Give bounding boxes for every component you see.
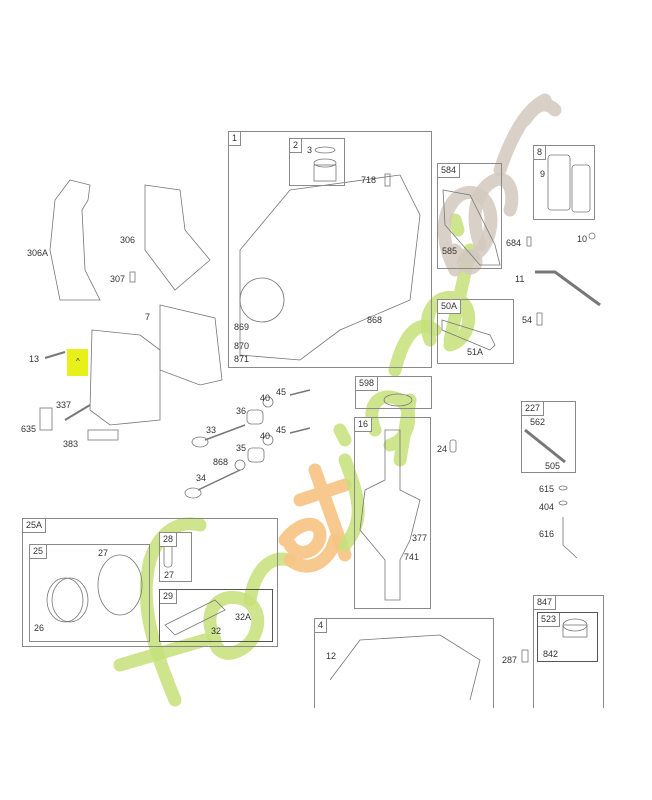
group-box-8: 8 [533, 145, 595, 220]
callout-12[interactable]: 12 [326, 651, 337, 661]
gasket-584-drawing [442, 189, 501, 266]
group-box-25: 25 [29, 544, 150, 642]
box-tag-8[interactable]: 8 [534, 146, 547, 160]
callout-615[interactable]: 615 [539, 484, 555, 494]
shield-306A-drawing [49, 179, 101, 301]
callout-24[interactable]: 24 [437, 444, 448, 454]
shield-306-drawing [144, 184, 211, 291]
group-box-16: 16 [354, 417, 431, 609]
box-tag-4[interactable]: 4 [315, 619, 328, 633]
callout-869[interactable]: 869 [234, 322, 250, 332]
callout-307[interactable]: 307 [110, 274, 126, 284]
callout-718[interactable]: 718 [361, 175, 377, 185]
group-box-847: 847 [533, 595, 604, 708]
box-tag-584[interactable]: 584 [438, 164, 461, 178]
callout-11[interactable]: 11 [515, 274, 525, 284]
callout-842[interactable]: 842 [543, 649, 559, 659]
callout-585[interactable]: 585 [442, 246, 458, 256]
callout-306[interactable]: 306 [120, 235, 136, 245]
box-tag-598[interactable]: 598 [356, 377, 379, 391]
group-box-25A: 25A [22, 518, 278, 647]
group-box-29: 29 [159, 589, 273, 642]
group-box-2: 2 [289, 138, 345, 186]
callout-32[interactable]: 32 [211, 626, 222, 636]
group-box-50A: 50A [437, 299, 514, 364]
callout-616[interactable]: 616 [539, 529, 555, 539]
callout-40-upper[interactable]: 40 [260, 393, 271, 403]
group-box-227: 227 [521, 401, 576, 473]
box-tag-25A[interactable]: 25A [23, 519, 47, 533]
group-box-584: 584 [437, 163, 502, 269]
gasket-7-drawing [159, 304, 223, 386]
group-box-28: 28 [159, 532, 192, 582]
callout-10[interactable]: 10 [577, 234, 588, 244]
callout-27-piston[interactable]: 27 [98, 548, 109, 558]
callout-40-lower[interactable]: 40 [260, 431, 271, 441]
box-tag-2[interactable]: 2 [290, 139, 303, 153]
callout-34[interactable]: 34 [196, 473, 207, 483]
callout-870[interactable]: 870 [234, 341, 250, 351]
callout-684[interactable]: 684 [506, 238, 522, 248]
box-tag-28[interactable]: 28 [160, 533, 178, 547]
callout-306A[interactable]: 306A [27, 248, 49, 258]
callout-741[interactable]: 741 [404, 552, 420, 562]
callout-13[interactable]: 13 [29, 354, 40, 364]
crankshaft-drawing [359, 429, 421, 601]
box-tag-847[interactable]: 847 [534, 596, 557, 610]
group-box-4: 4 [314, 618, 494, 708]
box-tag-1[interactable]: 1 [229, 132, 242, 146]
group-box-523: 523 [537, 612, 598, 662]
callout-635[interactable]: 635 [21, 424, 37, 434]
callout-287[interactable]: 287 [502, 655, 518, 665]
callout-3[interactable]: 3 [307, 145, 313, 155]
box-tag-227[interactable]: 227 [522, 402, 545, 416]
callout-27-pin[interactable]: 27 [164, 570, 175, 580]
callout-26[interactable]: 26 [34, 623, 45, 633]
callout-562[interactable]: 562 [530, 417, 546, 427]
callout-505[interactable]: 505 [545, 461, 561, 471]
callout-868-block[interactable]: 868 [367, 315, 383, 325]
sump-drawing [329, 634, 481, 701]
highlight-caret: ^ [76, 357, 80, 366]
box-tag-16[interactable]: 16 [355, 418, 373, 432]
group-box-598: 598 [355, 376, 432, 409]
callout-404[interactable]: 404 [539, 502, 555, 512]
group-box-1: 1 [228, 131, 432, 368]
cylinder-head-drawing [89, 329, 161, 426]
callout-383[interactable]: 383 [63, 439, 79, 449]
callout-32A[interactable]: 32A [235, 612, 252, 622]
callout-337[interactable]: 337 [56, 400, 72, 410]
highlighted-part-marker[interactable] [67, 349, 88, 376]
callout-35[interactable]: 35 [236, 443, 247, 453]
box-tag-25[interactable]: 25 [30, 545, 48, 559]
box-tag-50A[interactable]: 50A [438, 300, 462, 314]
callout-871[interactable]: 871 [234, 354, 250, 364]
callout-36[interactable]: 36 [236, 406, 247, 416]
callout-45-upper[interactable]: 45 [276, 387, 287, 397]
callout-9[interactable]: 9 [540, 169, 546, 179]
callout-51A[interactable]: 51A [467, 347, 484, 357]
box-tag-523[interactable]: 523 [538, 613, 561, 627]
callout-54[interactable]: 54 [522, 315, 533, 325]
callout-33[interactable]: 33 [206, 425, 217, 435]
callout-45-lower[interactable]: 45 [276, 425, 287, 435]
box-tag-29[interactable]: 29 [160, 590, 178, 604]
callout-377[interactable]: 377 [412, 533, 428, 543]
callout-868-valve[interactable]: 868 [213, 457, 229, 467]
callout-7[interactable]: 7 [145, 312, 151, 322]
